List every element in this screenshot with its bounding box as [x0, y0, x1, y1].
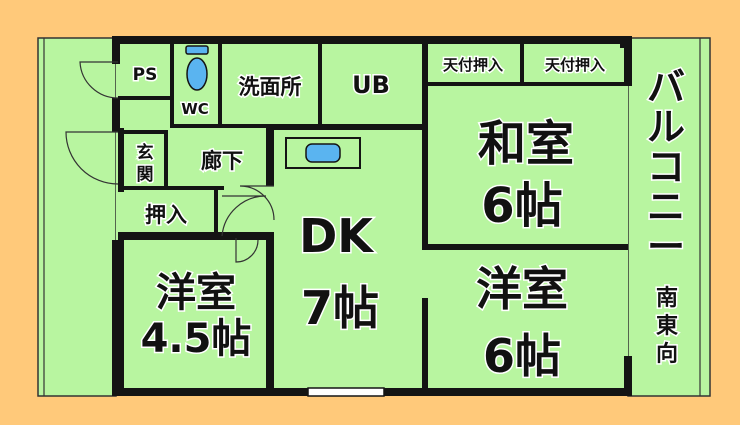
youshitsu-small-size-label: 4.5帖 — [141, 316, 252, 362]
washroom-label: 洗面所 — [239, 75, 302, 99]
closet-label-left: 天付押入 — [443, 56, 503, 74]
balcony-label-char: ニ — [647, 185, 685, 229]
door-swings — [65, 61, 275, 263]
balcony-area — [627, 37, 711, 397]
dk-window — [307, 387, 385, 397]
storage-label: 押入 — [145, 203, 187, 227]
hallway-label: 廊下 — [201, 149, 243, 173]
wc-label: WC — [181, 100, 209, 118]
outer-walls — [112, 36, 632, 396]
dk-name-label: DK — [299, 209, 375, 263]
interior-walls — [118, 40, 628, 396]
kitchen-sink-icon — [285, 137, 361, 169]
wc-toilet-icon — [185, 45, 209, 91]
balcony-label-char: ル — [647, 105, 685, 149]
washitsu-size-label: 6帖 — [481, 178, 562, 234]
left-exterior-strip — [37, 37, 117, 397]
youshitsu-small-name-label: 洋室 — [156, 270, 236, 316]
entrance-label-1: 玄 — [137, 142, 154, 163]
balcony-label-char: ー — [647, 225, 685, 269]
direction-label-char: 東 — [656, 314, 678, 339]
closet-label-right: 天付押入 — [545, 56, 605, 74]
balcony-label-char: コ — [647, 145, 685, 189]
youshitsu-size-label: 6帖 — [483, 329, 561, 383]
main-floor — [116, 40, 628, 396]
youshitsu-name-label: 洋室 — [476, 262, 568, 316]
direction-label-char: 向 — [656, 341, 678, 367]
direction-label-char: 南 — [656, 286, 678, 311]
ub-label: UB — [352, 71, 390, 99]
balcony-label-char: バ — [647, 65, 685, 109]
entrance-label-2: 関 — [137, 165, 154, 185]
dk-size-label: 7帖 — [301, 281, 379, 335]
washitsu-name-label: 和室 — [478, 116, 574, 172]
ps-label: PS — [133, 65, 158, 85]
